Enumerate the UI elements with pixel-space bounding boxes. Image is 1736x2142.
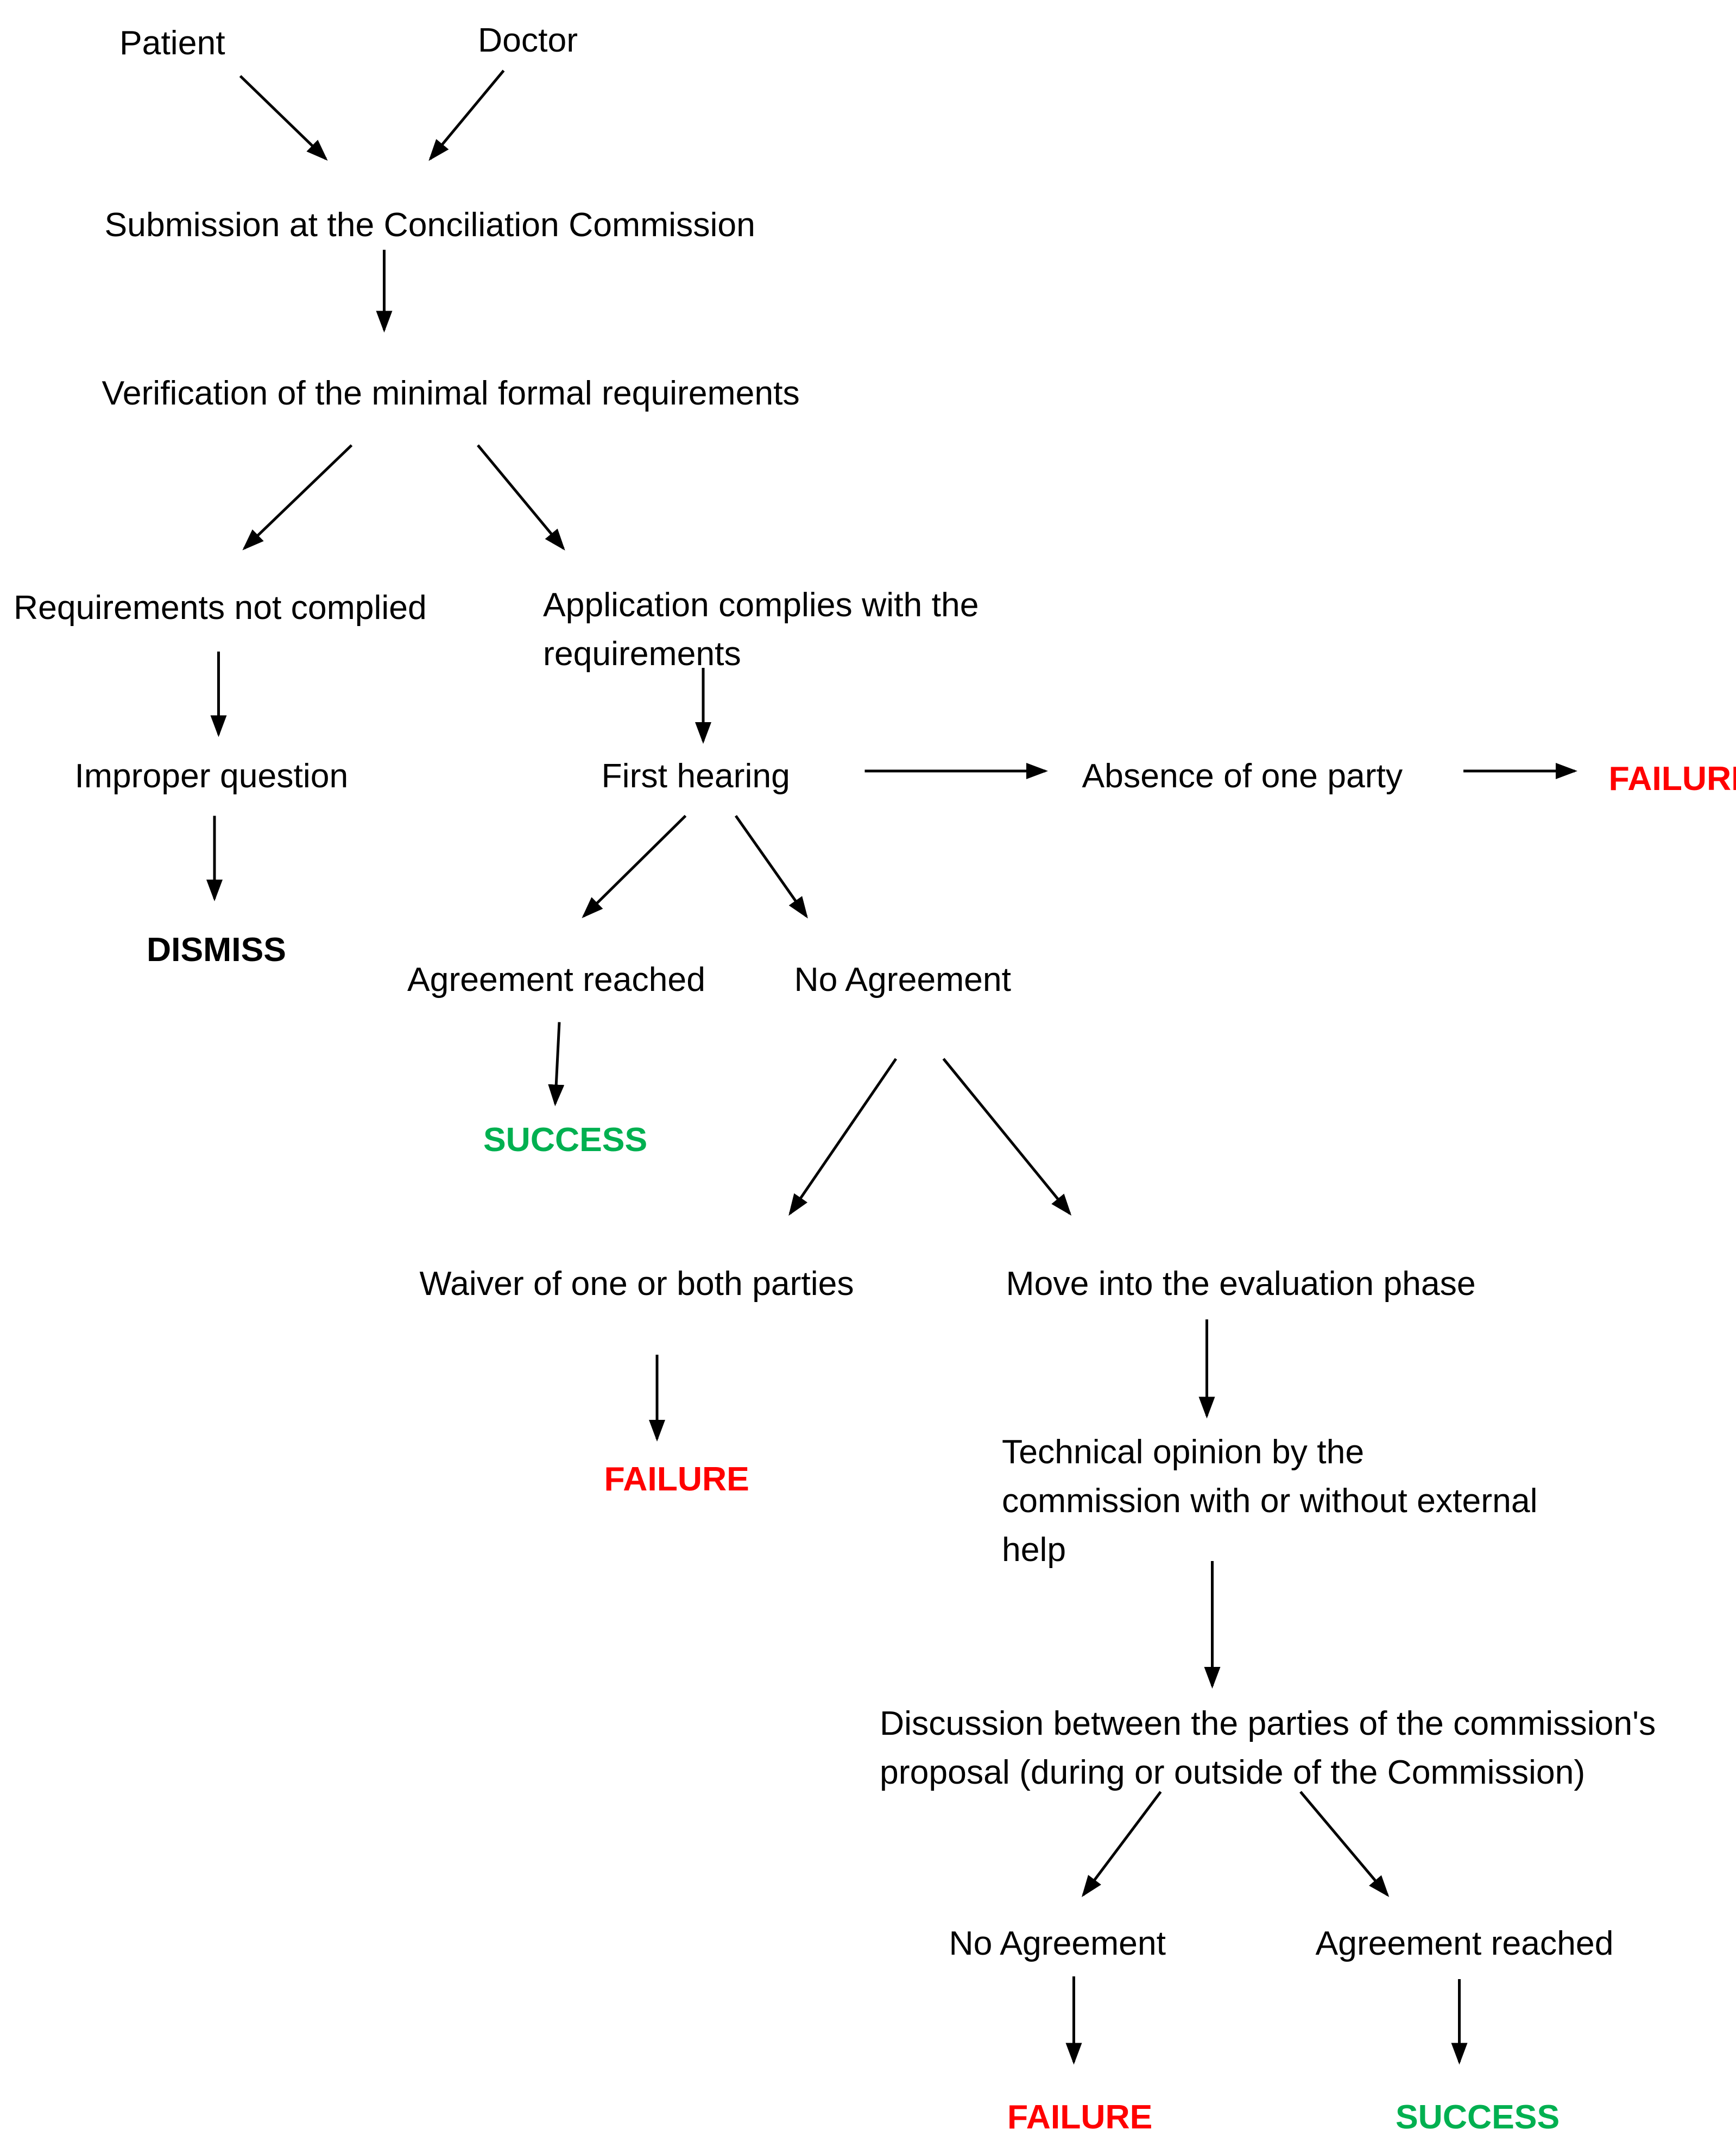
node-failure-1: FAILURE [1609,755,1736,804]
node-req-not-complied: Requirements not complied [14,584,427,633]
node-failure-2: FAILURE [604,1455,749,1504]
arrow-discussion-to-no-agreement-2 [1083,1792,1161,1895]
arrow-no-agreement-1-to-waiver [790,1059,896,1214]
node-app-complies-line-1: Application complies with the [543,581,979,630]
node-tech-opinion-line-3: help [1002,1526,1537,1575]
node-waiver: Waiver of one or both parties [420,1260,854,1309]
node-verification: Verification of the minimal formal requi… [102,369,800,418]
node-no-agreement-1: No Agreement [794,956,1012,1004]
arrow-doctor-to-submission [431,71,504,159]
node-app-complies-line-2: requirements [543,630,979,679]
node-discussion: Discussion between the parties of the co… [880,1699,1656,1797]
arrow-no-agreement-1-to-move-eval [944,1059,1070,1214]
arrow-verification-to-app-complies [478,445,564,548]
node-dismiss: DISMISS [147,926,286,975]
node-move-eval: Move into the evaluation phase [1006,1260,1476,1309]
node-submission: Submission at the Conciliation Commissio… [105,201,755,250]
arrow-first-hearing-to-no-agreement-1 [736,816,806,917]
node-improper-question: Improper question [75,752,349,801]
node-doctor: Doctor [478,16,578,65]
node-discussion-line-1: Discussion between the parties of the co… [880,1699,1656,1748]
node-tech-opinion-line-1: Technical opinion by the [1002,1428,1537,1477]
arrow-agreement-1-to-success-1 [555,1022,560,1104]
node-failure-3: FAILURE [1007,2093,1152,2142]
node-success-1: SUCCESS [483,1116,647,1165]
node-patient: Patient [119,19,225,68]
arrow-first-hearing-to-agreement-1 [584,816,686,917]
node-discussion-line-2: proposal (during or outside of the Commi… [880,1748,1656,1797]
node-tech-opinion-line-2: commission with or without external [1002,1477,1537,1526]
node-agreement-2: Agreement reached [1316,1919,1614,1968]
node-no-agreement-2: No Agreement [949,1919,1166,1968]
node-success-2: SUCCESS [1396,2093,1560,2142]
node-agreement-1: Agreement reached [407,956,705,1004]
node-first-hearing: First hearing [602,752,790,801]
node-absence: Absence of one party [1082,752,1403,801]
arrow-patient-to-submission [241,76,326,159]
arrow-verification-to-req-not-complied [244,445,352,548]
arrow-discussion-to-agreement-2 [1301,1792,1387,1895]
